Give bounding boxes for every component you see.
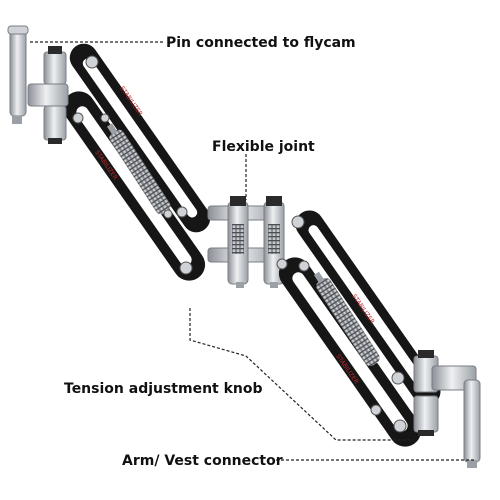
lower-arm-bottom-link: [278, 257, 422, 447]
flycam-pin-assembly: [7, 25, 69, 144]
lower-arm-section: STABILIZER STABILIZER: [276, 210, 441, 447]
lower-arm-top-link: [295, 210, 441, 406]
upper-arm-spring: [106, 123, 171, 215]
lower-arm-pivots: [276, 215, 407, 433]
label-tension-adjustment-knob: Tension adjustment knob: [64, 381, 263, 397]
upper-arm-pivots: [72, 55, 193, 275]
leader-line-tension-knob: [189, 308, 414, 441]
upper-arm-top-link: [69, 43, 211, 233]
flycam-pin: [9, 29, 27, 117]
upper-arm-section: STABILIZER STABILIZER: [62, 43, 211, 281]
flexible-joint-assembly: [207, 196, 285, 288]
lower-arm-spring: [313, 271, 380, 366]
label-arm-vest-connector: Arm/ Vest connector: [122, 453, 283, 469]
label-flexible-joint: Flexible joint: [212, 139, 315, 155]
label-pin-connected-to-flycam: Pin connected to flycam: [166, 35, 356, 51]
leader-lines: [30, 41, 474, 461]
vest-connector-pin: [463, 379, 481, 463]
vest-connector-assembly: [413, 350, 481, 468]
upper-arm-bottom-link: [62, 91, 206, 281]
